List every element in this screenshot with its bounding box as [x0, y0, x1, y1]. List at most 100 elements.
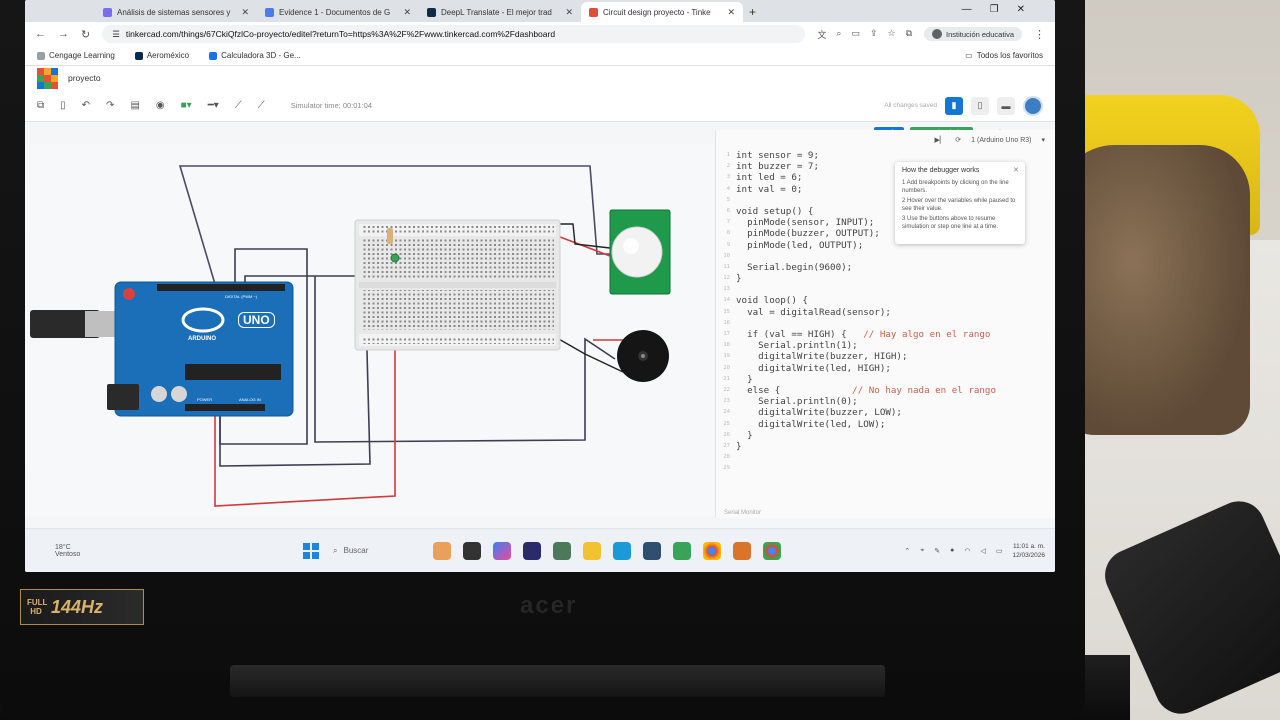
copilot-app-icon[interactable] — [493, 541, 511, 560]
code-line[interactable]: 13 — [716, 284, 1055, 295]
widgets-app-icon[interactable] — [433, 541, 451, 560]
volume-icon[interactable]: ◁ — [980, 547, 986, 555]
line-number[interactable]: 25 — [723, 420, 730, 427]
user-avatar[interactable] — [1023, 95, 1043, 116]
code-line[interactable]: 28 — [716, 452, 1055, 463]
close-icon[interactable]: ✕ — [1013, 167, 1019, 174]
browser-tab-4[interactable]: Circuit design proyecto - Tinke ✕ — [581, 2, 743, 22]
code-line[interactable]: 17 if (val == HIGH) { // Hay algo en el … — [716, 329, 1055, 340]
code-line[interactable]: 21 } — [716, 374, 1055, 385]
file-app-icon[interactable] — [463, 541, 481, 560]
wire-type-icon[interactable]: ━▾ — [207, 100, 219, 111]
line-number[interactable]: 11 — [723, 263, 730, 270]
windows-start-icon[interactable] — [303, 542, 319, 559]
taskbar-search[interactable]: ⌕ Buscar — [333, 546, 433, 556]
circuit-view-icon[interactable]: ▮ — [945, 96, 963, 115]
new-tab-button[interactable]: + — [749, 5, 757, 19]
code-line[interactable]: 16 — [716, 318, 1055, 329]
minimize-icon[interactable]: — — [961, 4, 972, 15]
code-line[interactable]: 27} — [716, 441, 1055, 452]
line-number[interactable]: 18 — [723, 342, 730, 349]
bookmark-item[interactable]: Aeroméxico — [134, 51, 189, 60]
circuit-canvas[interactable]: UNO ARDUINO DIGITAL (PWM ~) POWER ANALOG… — [25, 144, 715, 516]
debug-step-icon[interactable]: ▶▏ — [934, 137, 946, 144]
maximize-icon[interactable]: ❐ — [989, 4, 999, 15]
duplicate-icon[interactable]: ⧉ — [37, 100, 45, 111]
chrome-profile-icon[interactable] — [763, 541, 781, 560]
store-app-icon[interactable] — [643, 541, 661, 560]
all-favorites-button[interactable]: ▭Todos los favoritos — [965, 51, 1043, 60]
line-number[interactable]: 4 — [726, 185, 730, 192]
code-line[interactable]: 24 digitalWrite(buzzer, LOW); — [716, 407, 1055, 418]
line-number[interactable]: 10 — [723, 252, 730, 259]
line-number[interactable]: 3 — [726, 174, 730, 181]
teams-app-icon[interactable] — [523, 541, 541, 560]
forward-arrow-icon[interactable]: → — [58, 28, 69, 40]
bookmark-item[interactable]: Calculadora 3D - Ge... — [209, 51, 301, 60]
line-number[interactable]: 29 — [723, 465, 730, 472]
debug-icon[interactable]: ⟳ — [955, 137, 962, 144]
reload-icon[interactable]: ↻ — [81, 28, 91, 41]
weather-widget[interactable]: 18°C Ventoso — [35, 544, 295, 558]
line-number[interactable]: 8 — [726, 230, 730, 237]
line-number[interactable]: 5 — [726, 196, 730, 203]
extensions-icon[interactable]: ⧉ — [905, 27, 913, 38]
code-line[interactable]: 25 digitalWrite(led, LOW); — [716, 419, 1055, 430]
line-number[interactable]: 21 — [723, 375, 730, 382]
zoom-icon[interactable]: ⌕ — [836, 27, 842, 38]
color-picker-icon[interactable]: ■▾ — [180, 100, 192, 111]
line-number[interactable]: 16 — [723, 319, 730, 326]
matlab-app-icon[interactable] — [733, 541, 751, 560]
project-name[interactable]: proyecto — [68, 73, 101, 83]
serial-monitor-button[interactable]: Serial Monitor — [724, 510, 762, 516]
chrome-browser-icon[interactable] — [703, 541, 721, 560]
pen-icon[interactable]: ✎ — [934, 547, 941, 555]
line-number[interactable]: 14 — [723, 297, 730, 304]
line-number[interactable]: 28 — [723, 454, 730, 461]
line-number[interactable]: 20 — [723, 364, 730, 371]
site-info-icon[interactable]: ☰ — [112, 28, 120, 39]
undo-icon[interactable]: ↶ — [81, 100, 91, 111]
line-number[interactable]: 22 — [723, 386, 730, 393]
notes-icon[interactable]: ▤ — [130, 100, 140, 111]
browser-tab-2[interactable]: Evidence 1 - Documentos de G ✕ — [257, 2, 419, 22]
redo-icon[interactable]: ↷ — [106, 100, 115, 111]
delete-icon[interactable]: ▯ — [60, 100, 66, 111]
line-number[interactable]: 24 — [723, 409, 730, 416]
code-line[interactable]: 22 else { // No hay nada en el rango — [716, 385, 1055, 396]
line-number[interactable]: 23 — [723, 398, 730, 405]
line-number[interactable]: 6 — [726, 207, 730, 214]
code-line[interactable]: 19 digitalWrite(buzzer, HIGH); — [716, 351, 1055, 362]
translate-icon[interactable]: 文 — [817, 29, 827, 40]
board-select[interactable]: 1 (Arduino Uno R3) — [971, 136, 1032, 144]
tinkercad-logo-icon[interactable] — [37, 67, 58, 89]
code-line[interactable]: 20 digitalWrite(led, HIGH); — [716, 363, 1055, 374]
close-window-icon[interactable]: ✕ — [1016, 4, 1025, 15]
code-line[interactable]: 26 } — [716, 430, 1055, 441]
line-number[interactable]: 15 — [723, 308, 730, 315]
code-line[interactable]: 23 Serial.println(0); — [716, 396, 1055, 407]
bookmark-star-icon[interactable]: ☆ — [887, 27, 896, 38]
tab-close-icon[interactable]: ✕ — [403, 6, 411, 17]
line-number[interactable]: 2 — [726, 163, 730, 170]
url-field[interactable]: ☰ tinkercad.com/things/67CkiQfzlCo-proye… — [102, 25, 806, 43]
profile-chip[interactable]: Institución educativa — [924, 27, 1022, 41]
line-number[interactable]: 26 — [723, 431, 730, 438]
share-icon[interactable]: ⇪ — [869, 27, 878, 38]
line-number[interactable]: 1 — [726, 152, 730, 158]
chevron-up-icon[interactable]: ⌃ — [904, 547, 911, 555]
cast-icon[interactable]: ▭ — [851, 27, 860, 38]
code-line[interactable]: 18 Serial.println(1); — [716, 340, 1055, 351]
browser-tab-3[interactable]: DeepL Translate - El mejor trad ✕ — [419, 2, 581, 22]
cursor-icon[interactable]: ⌖ — [920, 546, 925, 554]
code-line[interactable]: 8 pinMode(buzzer, OUTPUT); — [716, 228, 1055, 239]
edge-browser-icon[interactable] — [613, 541, 631, 560]
file-explorer-icon[interactable] — [583, 541, 601, 560]
clock[interactable]: 11:01 a. m. 12/03/2026 — [1012, 542, 1045, 560]
